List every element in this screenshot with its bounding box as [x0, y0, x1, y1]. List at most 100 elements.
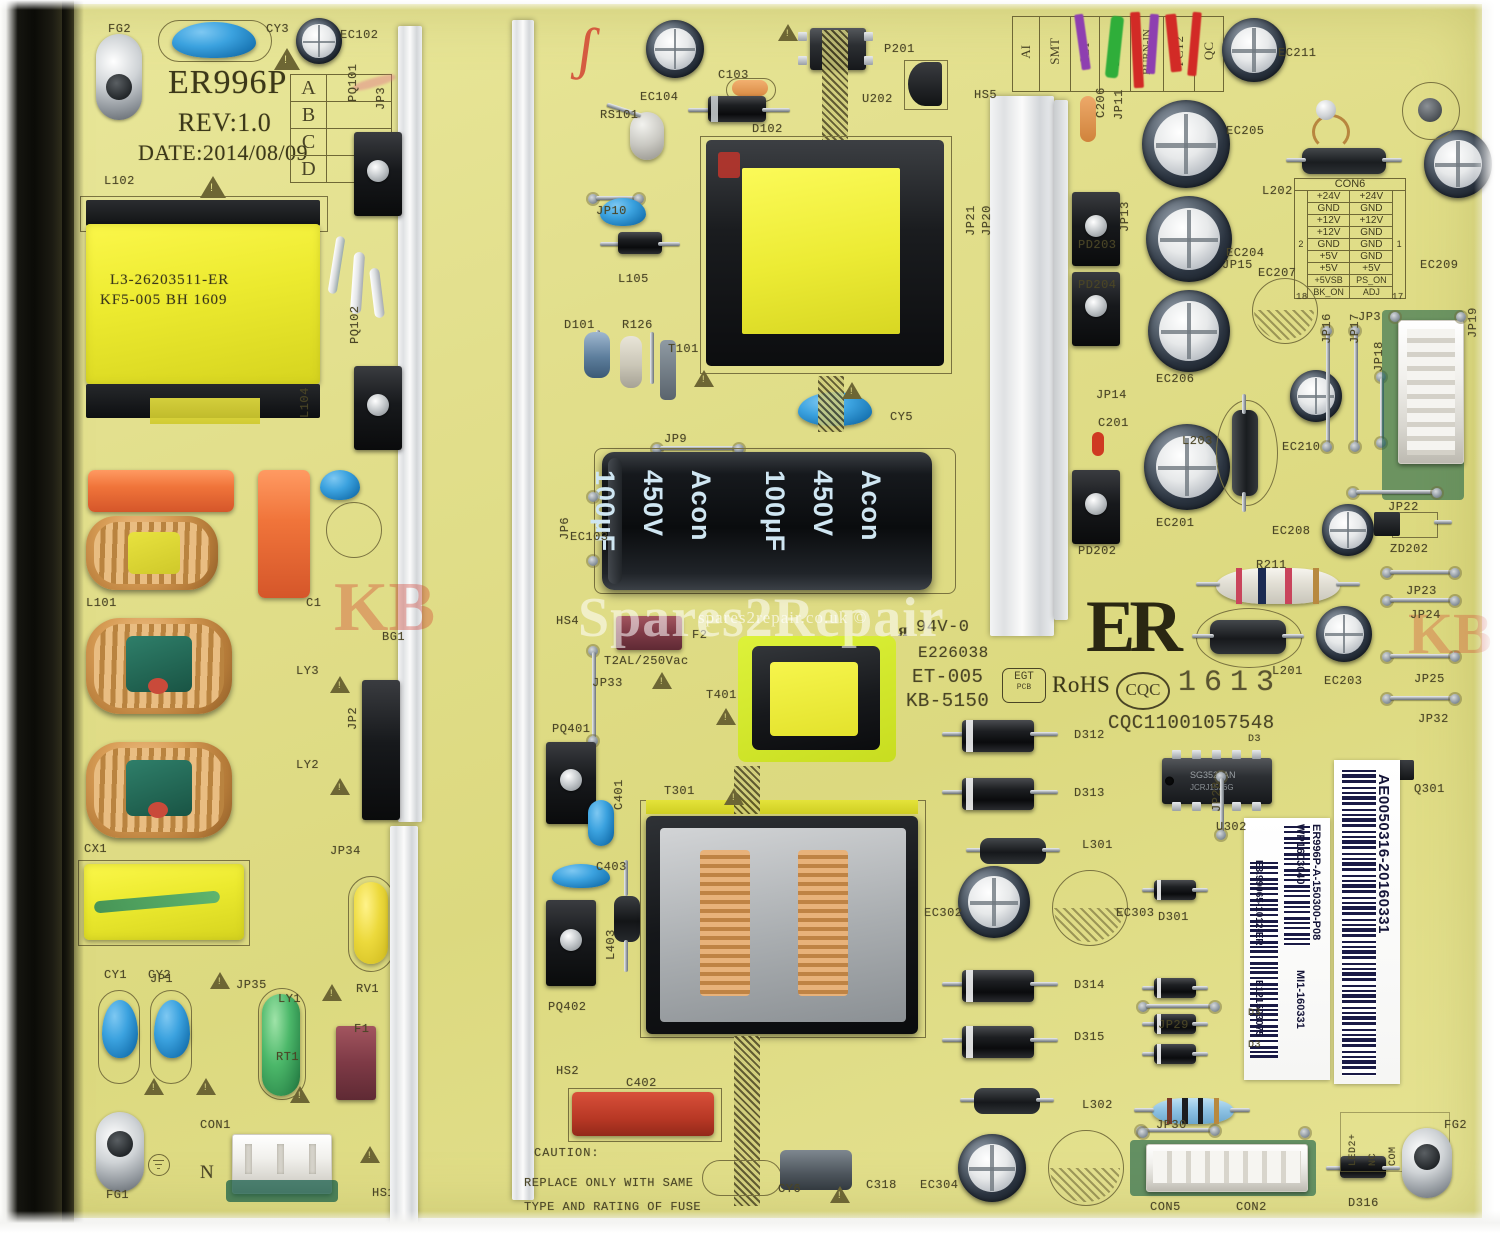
choke-l101 — [86, 516, 218, 590]
grade-row-d: D — [289, 155, 328, 183]
con6-r8-c1: ADJ — [1349, 286, 1394, 299]
silk-designator-ec201: EC201 — [1156, 516, 1195, 530]
side-label-text: AE0050316-20160331 — [1375, 774, 1392, 934]
silk-designator-l203: L203 — [1182, 434, 1213, 448]
silk-designator-con2: CON2 — [1236, 1200, 1267, 1214]
egt-line-1: EGT — [1014, 671, 1034, 683]
board-name: ER996P — [168, 64, 288, 101]
led-pin-nc1: NC — [1368, 1152, 1379, 1166]
silk-designator-hs4: HS4 — [556, 614, 580, 628]
silk-designator-l105: L105 — [618, 272, 649, 286]
ec203-capacitor — [1316, 606, 1372, 662]
fg2-eyelet-bottom — [1402, 1128, 1452, 1198]
silk-designator-d3: D3 — [1248, 734, 1262, 745]
t-main-bobbin — [86, 224, 320, 384]
t101-bobbin — [742, 168, 900, 334]
cx1-capacitor — [84, 864, 244, 940]
mounting-eyelet-top — [96, 34, 142, 120]
silk-designator-c1: C1 — [306, 596, 322, 610]
silk-designator-jp25: JP25 — [1414, 672, 1445, 686]
silk-designator-zd202: ZD202 — [1390, 542, 1429, 556]
bulk-cap1-voltage: 450V — [638, 470, 668, 538]
warning-triangle-icon — [210, 972, 230, 994]
ec304-capacitor — [958, 1134, 1026, 1202]
heatsink-hs4-strip — [512, 20, 534, 1200]
l203-inductor — [1232, 410, 1258, 496]
silk-designator-l403: L403 — [604, 929, 618, 960]
con6-r2-c0: +12V — [1306, 214, 1351, 227]
led-pin-com: COM — [1388, 1146, 1399, 1166]
warning-triangle-icon — [724, 788, 744, 810]
warning-triangle-icon — [274, 48, 300, 70]
silk-designator-u302: U302 — [1216, 820, 1247, 834]
c201-capacitor — [1092, 432, 1104, 456]
silk-designator-ec207: EC207 — [1258, 266, 1297, 280]
t301-winding-2 — [798, 850, 848, 996]
silk-designator-jp33: JP33 — [592, 676, 623, 690]
cy3-outline — [158, 20, 272, 62]
warning-triangle-icon — [196, 1078, 216, 1100]
warning-triangle-icon — [360, 1146, 380, 1168]
silk-designator-c103: C103 — [718, 68, 749, 82]
t301-tape — [646, 800, 918, 814]
silk-designator-l202: L202 — [1262, 184, 1293, 198]
silk-designator-t101: T101 — [668, 342, 699, 356]
grade-row-c: C — [289, 128, 328, 156]
silk-designator-jp2: JP2 — [346, 706, 360, 730]
ul-file-number: E226038 — [918, 644, 989, 662]
c402-outline — [568, 1088, 722, 1142]
rv1-varistor — [354, 882, 388, 964]
silk-designator-jp20: JP20 — [980, 205, 994, 236]
silk-designator-l102: L102 — [104, 174, 135, 188]
pq401-transistor — [546, 742, 596, 824]
silk-designator-ec211: EC211 — [1278, 46, 1317, 60]
con6-r5-c1: GND — [1349, 250, 1394, 263]
choke-ly3 — [86, 618, 232, 714]
warning-triangle-icon — [716, 708, 736, 730]
cy3-capacitor — [172, 22, 256, 58]
con5-connector[interactable] — [1146, 1144, 1308, 1192]
bottom-fade — [0, 1211, 1500, 1233]
label-line-4: E3.99065-1012-ER — [1253, 860, 1264, 946]
cy6-outline — [702, 1160, 782, 1196]
silk-designator-jp3: JP3 — [1358, 310, 1382, 324]
ul-mark-icon: ᴙ — [898, 620, 908, 640]
heatsink-hs1 — [390, 826, 418, 1226]
silk-designator-jp11: JP11 — [1112, 89, 1126, 120]
silk-designator-hs5: HS5 — [974, 88, 998, 102]
jp19-connector[interactable] — [1398, 320, 1464, 464]
cy2-outline — [150, 990, 192, 1084]
silk-designator-t2al-250vac: T2AL/250Vac — [604, 654, 689, 668]
date-code: 1613 — [1178, 666, 1283, 700]
silk-designator-rt1: RT1 — [276, 1050, 300, 1064]
silk-designator-d312: D312 — [1074, 728, 1105, 742]
heatsink-hs5 — [990, 96, 1054, 636]
con6-r7-c0: +5VSB — [1306, 274, 1351, 287]
barcode-upper — [1284, 826, 1310, 946]
l202-core — [1316, 100, 1336, 120]
bulk-cap1-brand: Acon — [686, 470, 716, 542]
silk-designator-l301: L301 — [1082, 838, 1113, 852]
warning-triangle-icon — [322, 984, 342, 1006]
d102-diode — [708, 96, 766, 122]
silk-designator-hs2: HS2 — [556, 1064, 580, 1078]
d314-diode — [962, 970, 1034, 1002]
silk-designator-c403: C403 — [596, 860, 627, 874]
ec302-capacitor — [958, 866, 1030, 938]
con6-r0-c1: +24V — [1349, 190, 1394, 203]
l201-inductor — [1210, 620, 1286, 654]
pcb-code: KB-5150 — [906, 690, 990, 712]
silk-designator-bg1: BG1 — [382, 630, 406, 644]
ec303-footprint — [1052, 870, 1128, 946]
r126-resistor — [620, 336, 642, 388]
con6-pin-1: 1 — [1392, 190, 1406, 299]
u302-part-number: SG3525AN — [1190, 770, 1236, 780]
silk-designator-f2: F2 — [692, 628, 708, 642]
choke-ly2 — [86, 742, 232, 838]
silk-designator-u202: U202 — [862, 92, 893, 106]
bulk-capacitor-1 — [602, 452, 932, 590]
silk-designator-d315: D315 — [1074, 1030, 1105, 1044]
silk-designator-jp22: JP22 — [1388, 500, 1419, 514]
silk-designator-jp28: JP28 — [1210, 781, 1224, 812]
warning-triangle-icon — [778, 24, 798, 46]
